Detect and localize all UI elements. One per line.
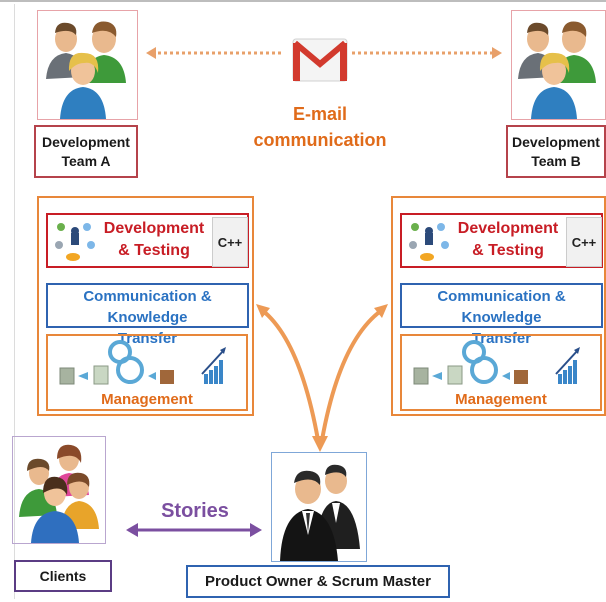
dev-testing-line2: & Testing bbox=[472, 242, 544, 259]
dev-testing-line2: & Testing bbox=[118, 242, 190, 259]
communication-text: Communication & Knowledge Transfer bbox=[402, 286, 601, 349]
arrowhead-left-icon bbox=[146, 47, 156, 59]
communication-line1: Communication & Knowledge bbox=[437, 288, 566, 326]
team-a-picture bbox=[37, 10, 138, 120]
team-a-label-line1: Development bbox=[42, 133, 130, 150]
team-a-management-box: Management bbox=[46, 334, 248, 411]
dev-testing-line1: Development bbox=[457, 220, 559, 237]
clients-picture bbox=[12, 436, 106, 544]
businessmen-icon bbox=[280, 464, 360, 561]
team-a-dev-testing-box: Development & Testing C++ bbox=[46, 213, 249, 268]
dev-testing-line1: Development bbox=[103, 220, 205, 237]
arrowhead-left-icon bbox=[256, 304, 270, 318]
communication-line1: Communication & Knowledge bbox=[83, 288, 212, 326]
arrowhead-right-icon bbox=[492, 47, 502, 59]
dev-testing-text: Development & Testing bbox=[454, 218, 562, 262]
arrowhead-left-icon bbox=[126, 523, 138, 537]
product-owner-picture bbox=[271, 452, 367, 562]
stories-label: Stories bbox=[161, 499, 229, 522]
team-b-dev-testing-box: Development & Testing C++ bbox=[400, 213, 603, 268]
clients-label: Clients bbox=[14, 560, 112, 592]
scrum-process-icon bbox=[413, 340, 580, 385]
management-text: Management bbox=[455, 391, 547, 408]
left-border-line bbox=[14, 4, 15, 599]
development-team-a-label: Development Team A bbox=[34, 125, 138, 178]
team-b-process-panel bbox=[391, 196, 606, 416]
email-label-line1: E-mail bbox=[292, 104, 348, 124]
team-a-process-panel bbox=[37, 196, 254, 416]
scrum-process-icon bbox=[59, 340, 226, 385]
arrowhead-right-icon bbox=[250, 523, 262, 537]
top-border-line bbox=[0, 0, 606, 2]
product-owner-label: Product Owner & Scrum Master bbox=[186, 565, 450, 598]
cpp-file-icon: C++ bbox=[566, 217, 602, 267]
team-a-label-line2: Team A bbox=[61, 152, 111, 169]
team-b-picture bbox=[511, 10, 606, 120]
email-communication-label: E-mail communication bbox=[240, 101, 400, 153]
management-text: Management bbox=[101, 391, 193, 408]
development-team-b-label: Development Team B bbox=[506, 125, 606, 178]
cpp-file-icon: C++ bbox=[212, 217, 248, 267]
dev-tools-icon bbox=[55, 223, 95, 261]
team-b-label-line2: Team B bbox=[531, 152, 581, 169]
gmail-envelope-icon bbox=[292, 38, 348, 82]
dev-tools-icon bbox=[409, 223, 449, 261]
team-people-icon bbox=[518, 21, 596, 119]
arrowhead-down-icon bbox=[312, 436, 328, 452]
team-b-label-line1: Development bbox=[512, 133, 600, 150]
team-b-communication-box: Communication & Knowledge Transfer bbox=[400, 283, 603, 347]
dev-testing-text: Development & Testing bbox=[100, 218, 208, 262]
team-people-icon bbox=[46, 21, 126, 119]
team-b-management-box: Management bbox=[400, 334, 602, 411]
arrowhead-right-icon bbox=[374, 304, 388, 318]
clients-people-icon bbox=[19, 444, 99, 543]
email-label-line2: communication bbox=[253, 130, 387, 150]
